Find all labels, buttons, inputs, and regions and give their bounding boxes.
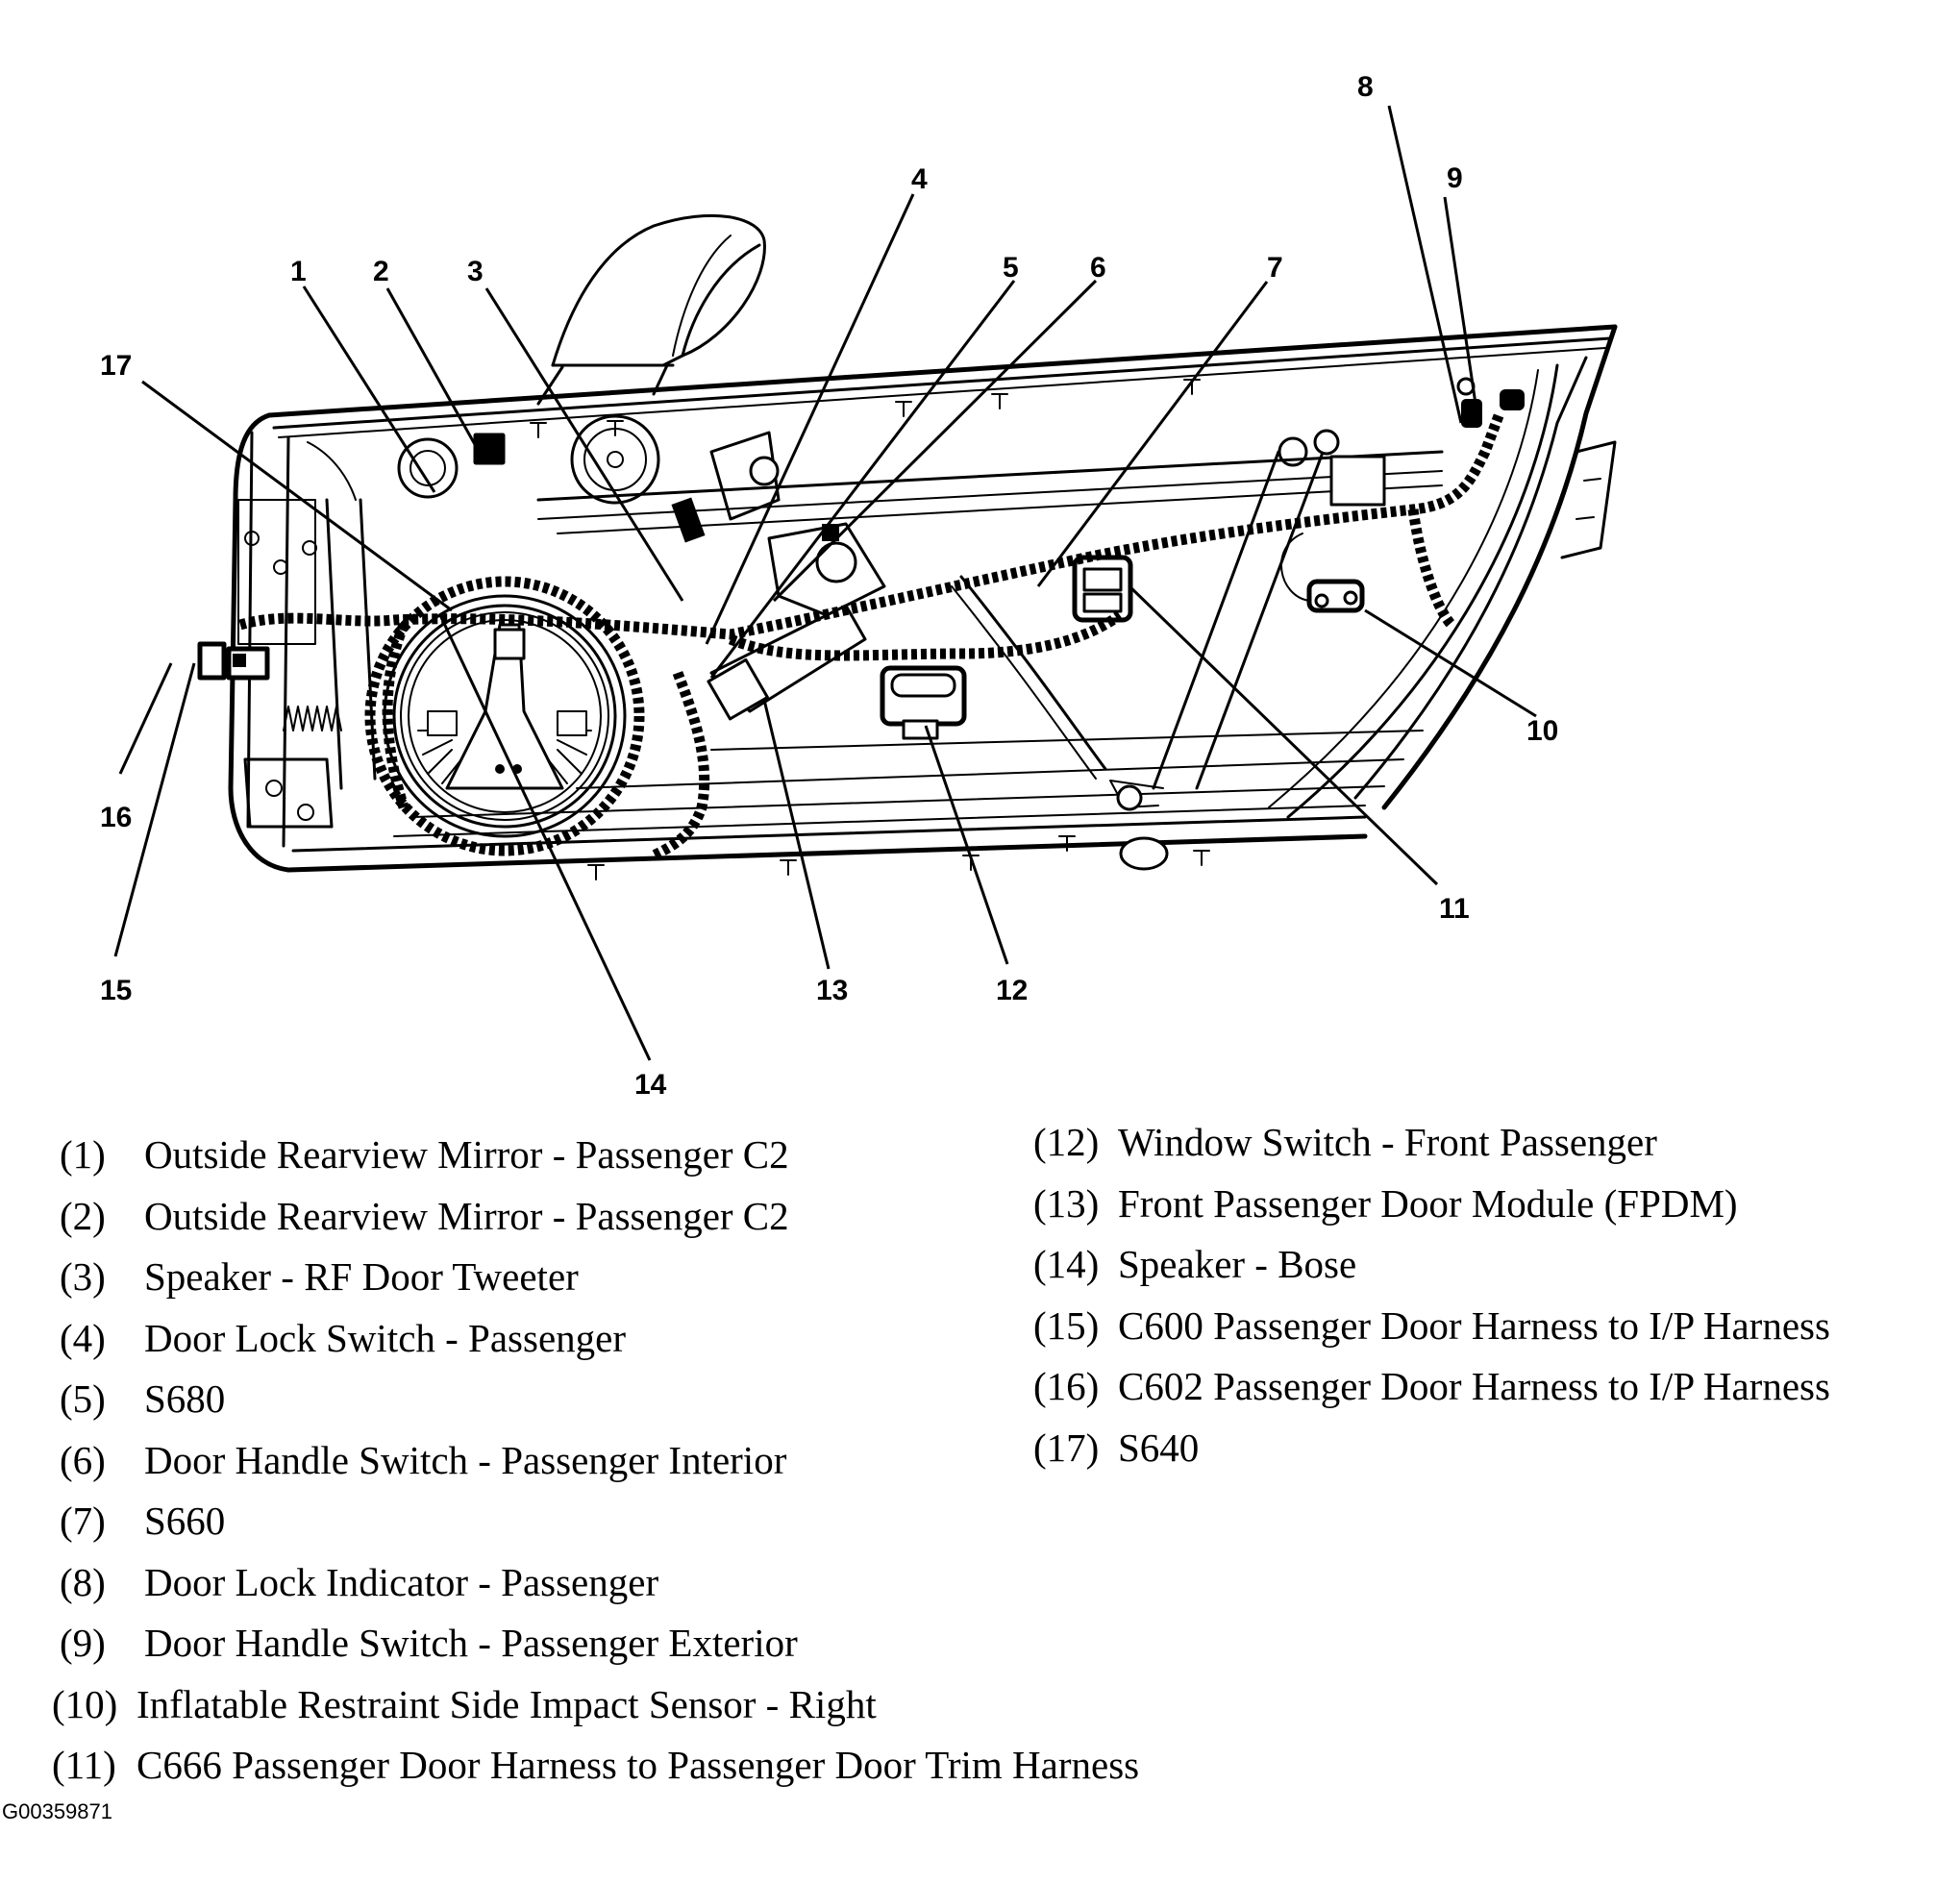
legend-item-12: (12) Window Switch - Front Passenger [1033,1112,1830,1174]
callout-17: 17 [100,350,132,382]
legend-number: (12) [1033,1120,1100,1164]
leader-4 [705,193,915,645]
legend-number: (4) [60,1315,106,1360]
legend-number: (8) [60,1559,106,1604]
bose-speaker-illustration [364,576,645,856]
legend-label: Inflatable Restraint Side Impact Sensor … [136,1681,877,1726]
legend-number: (6) [60,1437,106,1482]
figure-id: G00359871 [2,1799,112,1823]
fpdm-illustration [707,604,867,721]
legend-label: Speaker - RF Door Tweeter [144,1254,579,1299]
leader-2 [385,287,487,464]
legend-left-column: (1) Outside Rearview Mirror - Passenger C… [52,1125,1140,1797]
legend-item-4: (4) Door Lock Switch - Passenger [60,1308,1139,1370]
c666-connector-illustration [1072,555,1133,623]
legend-item-7: (7) S660 [60,1491,1139,1552]
legend-item-9: (9) Door Handle Switch - Passenger Exteri… [60,1613,1139,1674]
legend-label: Window Switch - Front Passenger [1118,1120,1657,1164]
leader-7 [1036,281,1269,587]
window-switch-illustration [880,665,967,740]
callout-5: 5 [1003,252,1019,284]
legend-label: Speaker - Bose [1118,1242,1357,1286]
legend-item-14: (14) Speaker - Bose [1033,1234,1830,1296]
callout-16: 16 [100,802,132,833]
callout-12: 12 [996,975,1028,1006]
leader-8 [1387,105,1463,424]
legend-item-17: (17) S640 [1033,1418,1830,1479]
legend-item-13: (13) Front Passenger Door Module (FPDM) [1033,1174,1830,1235]
callout-14: 14 [634,1069,667,1101]
legend-number: (14) [1033,1242,1100,1286]
legend-label: Door Handle Switch - Passenger Exterior [144,1621,798,1665]
legend-item-10: (10) Inflatable Restraint Side Impact Sen… [52,1674,1139,1736]
callout-6: 6 [1090,252,1106,284]
leader-16 [118,662,173,775]
outside-mirror-illustration [536,213,766,406]
legend-item-1: (1) Outside Rearview Mirror - Passenger C… [60,1125,1139,1186]
legend-label: C600 Passenger Door Harness to I/P Harne… [1118,1302,1830,1348]
leader-14 [438,614,652,1061]
leader-17 [141,380,453,612]
leader-3 [484,287,684,602]
legend-item-5: (5) S680 [60,1369,1139,1430]
leader-10 [1364,608,1537,718]
legend-item-16: (16) C602 Passenger Door Harness to I/P H… [1033,1356,1830,1418]
legend-label: Outside Rearview Mirror - Passenger C2 [144,1132,789,1177]
leader-9 [1443,196,1477,405]
callout-15: 15 [100,975,132,1006]
leader-5 [709,280,1016,679]
callout-4: 4 [911,163,928,195]
legend-label: S660 [144,1499,226,1543]
callout-10: 10 [1526,715,1558,747]
callout-8: 8 [1357,71,1374,103]
door-component-diagram: 1 2 3 4 5 6 7 8 9 10 11 12 13 14 15 16 1… [100,71,1618,1101]
callout-leaders [113,105,1537,1061]
legend-label: Outside Rearview Mirror - Passenger C2 [144,1193,789,1238]
legend-label: Door Lock Switch - Passenger [144,1315,627,1360]
legend-number: (2) [60,1193,106,1238]
legend-label: S640 [1118,1425,1200,1470]
legend-number: (3) [60,1254,106,1299]
legend-item-2: (2) Outside Rearview Mirror - Passenger C… [60,1186,1139,1248]
legend-number: (13) [1033,1180,1100,1226]
legend-label: Front Passenger Door Module (FPDM) [1118,1180,1738,1226]
leader-13 [762,699,831,970]
legend-item-15: (15) C600 Passenger Door Harness to I/P H… [1033,1296,1830,1357]
wiring-harness-illustration [238,411,1505,860]
legend-item-11: (11) C666 Passenger Door Harness to Passe… [52,1735,1140,1797]
legend-number: (10) [52,1681,118,1726]
legend-item-6: (6) Door Handle Switch - Passenger Interi… [60,1430,1139,1492]
callout-3: 3 [467,256,484,287]
legend-label: C666 Passenger Door Harness to Passenger… [136,1743,1140,1787]
callout-11: 11 [1439,893,1470,925]
leader-11 [1128,584,1439,886]
legend-number: (16) [1033,1364,1100,1408]
legend-label: Door Lock Indicator - Passenger [144,1559,659,1604]
legend-number: (17) [1033,1425,1100,1470]
legend-number: (15) [1033,1302,1100,1348]
legend-right-column: (12) Window Switch - Front Passenger (13)… [1033,1112,1830,1478]
legend-item-8: (8) Door Lock Indicator - Passenger [60,1552,1139,1614]
callout-1: 1 [290,256,307,287]
callout-13: 13 [816,975,848,1006]
leader-12 [924,725,1009,965]
legend-number: (5) [60,1376,106,1421]
side-impact-sensor-illustration [1280,533,1365,613]
door-line-art [197,213,1618,880]
leader-15 [113,662,196,957]
legend-label: C602 Passenger Door Harness to I/P Harne… [1118,1364,1830,1408]
leader-6 [772,279,1098,603]
legend-label: Door Handle Switch - Passenger Interior [144,1437,787,1482]
leader-1 [302,285,436,493]
callout-9: 9 [1447,162,1463,194]
legend-number: (9) [60,1621,106,1665]
legend-label: S680 [144,1376,226,1421]
callout-2: 2 [373,256,389,287]
callout-numbers: 1 2 3 4 5 6 7 8 9 10 11 12 13 14 15 16 1… [100,71,1558,1101]
legend-number: (7) [60,1499,106,1543]
legend-number: (11) [52,1743,116,1787]
legend-item-3: (3) Speaker - RF Door Tweeter [60,1247,1139,1308]
callout-7: 7 [1267,252,1283,284]
legend-number: (1) [60,1132,106,1177]
